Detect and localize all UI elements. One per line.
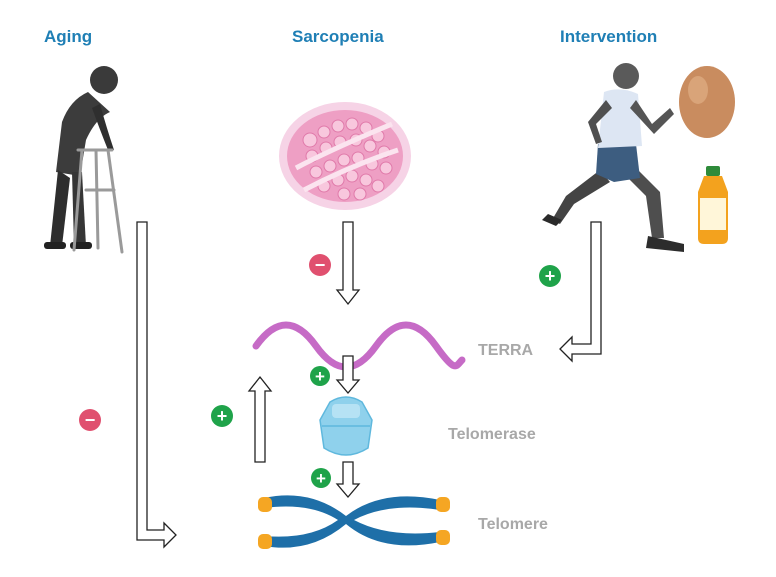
telomere-to-terra-arrow bbox=[247, 375, 273, 463]
telomerase-enzyme-icon bbox=[319, 396, 373, 456]
terra-rna-wave-icon bbox=[252, 321, 466, 371]
svg-text:+: + bbox=[315, 367, 325, 386]
telomerase-to-telomere-arrow bbox=[335, 461, 361, 499]
telomerase-label: Telomerase bbox=[448, 426, 536, 443]
telomerase-telomere-positive-sign: + bbox=[311, 468, 331, 488]
aging-negative-sign: − bbox=[79, 409, 101, 431]
svg-text:+: + bbox=[545, 266, 556, 286]
sarcopenia-negative-sign: − bbox=[309, 254, 331, 276]
elderly-with-walker-icon bbox=[44, 66, 124, 254]
juice-bottle-icon bbox=[698, 166, 728, 244]
runner-icon bbox=[542, 63, 684, 252]
terra-to-telomerase-arrow bbox=[335, 355, 361, 395]
chromosome-icon bbox=[258, 495, 450, 549]
svg-text:+: + bbox=[217, 406, 228, 426]
svg-text:−: − bbox=[315, 255, 326, 275]
intervention-positive-sign: + bbox=[539, 265, 561, 287]
intervention-header: Intervention bbox=[560, 27, 658, 46]
telomere-terra-positive-sign: + bbox=[211, 405, 233, 427]
aging-to-telomere-arrow bbox=[136, 221, 177, 549]
sarcopenia-to-terra-arrow bbox=[335, 221, 361, 306]
aging-header: Aging bbox=[44, 27, 93, 46]
terra-telomerase-positive-sign: + bbox=[310, 366, 330, 386]
svg-text:+: + bbox=[316, 469, 326, 488]
muscle-fiber-cross-section-icon bbox=[279, 102, 411, 210]
intervention-to-terra-arrow bbox=[559, 221, 602, 363]
telomere-label: Telomere bbox=[478, 516, 548, 533]
svg-text:−: − bbox=[85, 410, 96, 430]
terra-label: TERRA bbox=[478, 342, 534, 359]
sarcopenia-header: Sarcopenia bbox=[292, 27, 384, 46]
egg-icon bbox=[679, 66, 735, 138]
